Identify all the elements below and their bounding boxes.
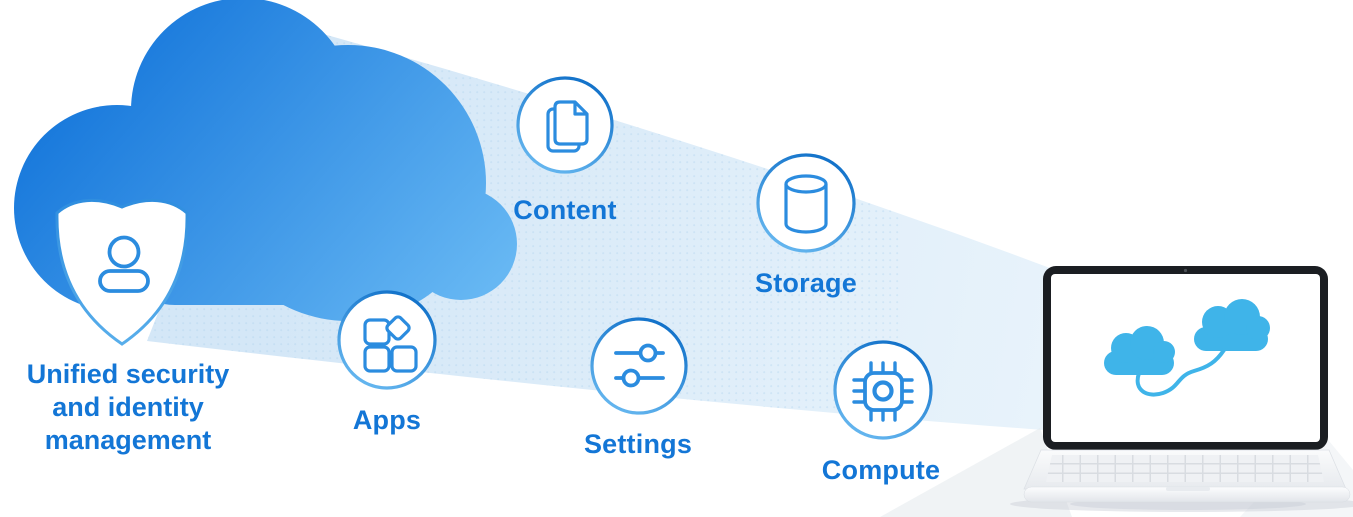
label-apps: Apps [352,405,422,435]
laptop-keyboard-keys [1046,455,1324,482]
apps-grid-icon [363,315,418,373]
connected-clouds-icon [1104,299,1270,375]
label-content: Content [513,195,617,225]
person-icon [98,235,150,293]
document-pages-icon [546,100,589,153]
sliders-icon [614,343,665,388]
laptop-screen [1051,274,1320,442]
node-content [516,76,614,174]
label-compute: Compute [821,455,941,485]
node-ring [590,317,688,415]
database-cylinder-icon [784,174,828,234]
label-settings: Settings [583,429,693,459]
node-settings [590,317,688,415]
laptop-base-notch [1166,487,1210,491]
cpu-chip-icon [852,361,914,422]
cloud-connector-line [1135,348,1226,397]
label-storage: Storage [755,268,857,298]
node-storage [756,153,856,253]
security-caption: Unified security and identity management [26,359,230,455]
laptop [1023,266,1351,503]
node-apps [337,290,437,390]
security-shield-icon [55,198,189,346]
webcam-icon [1183,268,1188,273]
node-compute [833,340,933,440]
